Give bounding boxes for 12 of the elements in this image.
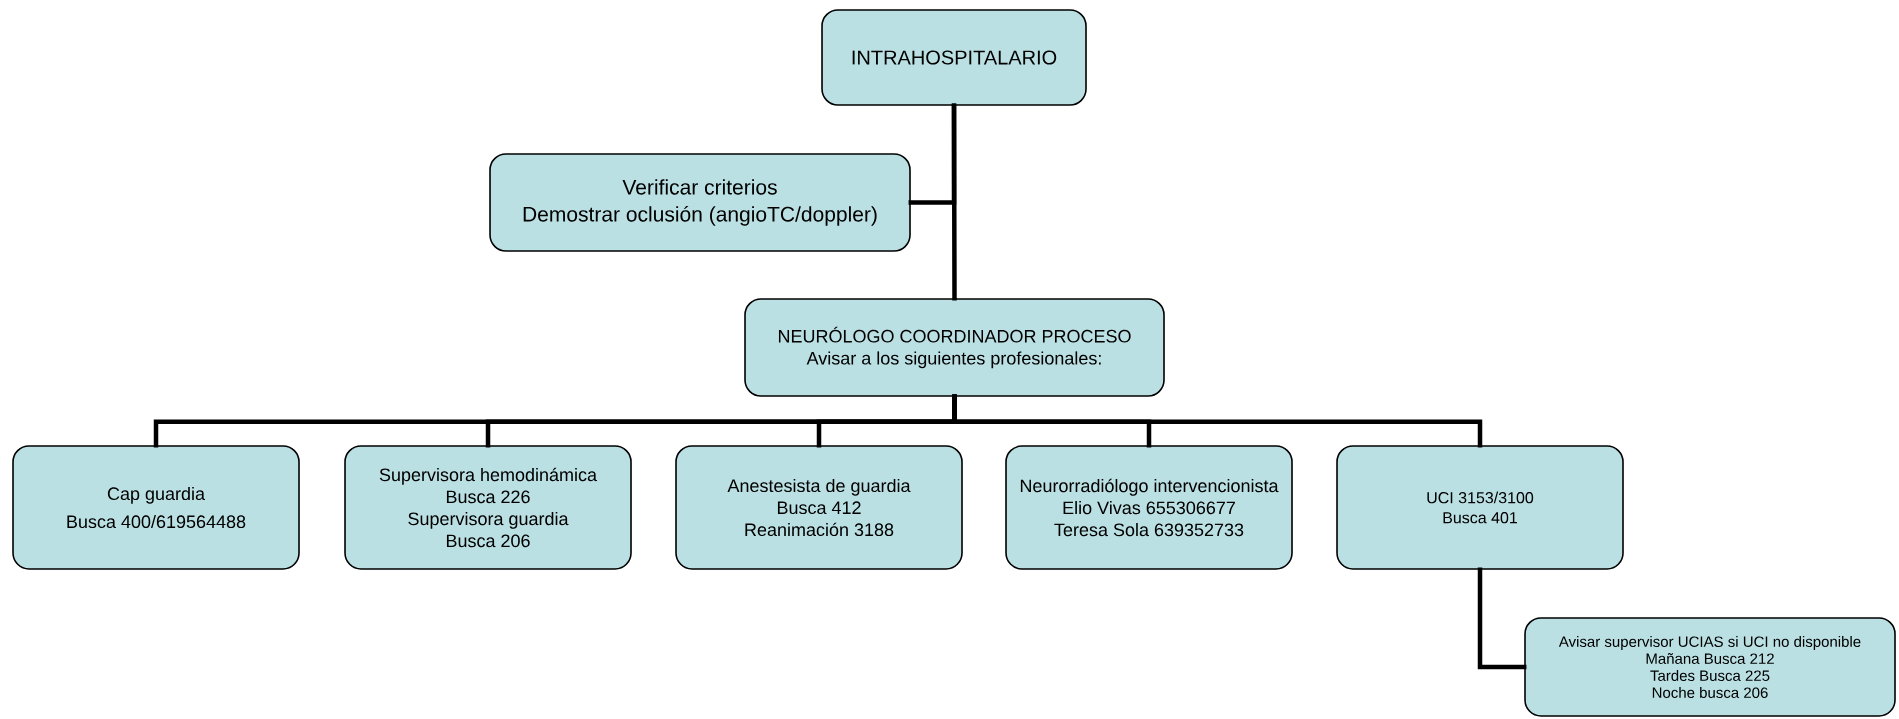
connector-line (1477, 567, 1527, 670)
connector-line (908, 103, 957, 205)
connector-line (952, 394, 1483, 448)
process-box: Neurorradiólogo intervencionista Elio Vivas 655306677 Teresa Sola 639352733 (1005, 445, 1293, 570)
process-box: Anestesista de guardia Busca 412 Reanimación 3188 (675, 445, 963, 570)
process-box: INTRAHOSPITALARIO (821, 9, 1087, 106)
process-box: Avisar supervisor UCIAS si UCI no disponible Mañana Busca 212 Tardes Busca 225 Noche busca 206 (1524, 617, 1896, 717)
process-box: Cap guardia Busca 400/619564488 (12, 445, 300, 570)
process-box: UCI 3153/3100 Busca 401 (1336, 445, 1624, 570)
process-box: Verificar criterios Demostrar oclusión (angioTC/doppler) (489, 153, 911, 252)
process-box: Supervisora hemodinámica Busca 226 Supervisora guardia Busca 206 (344, 445, 632, 570)
process-box: NEURÓLOGO COORDINADOR PROCESO Avisar a los siguientes profesionales: (744, 298, 1165, 397)
